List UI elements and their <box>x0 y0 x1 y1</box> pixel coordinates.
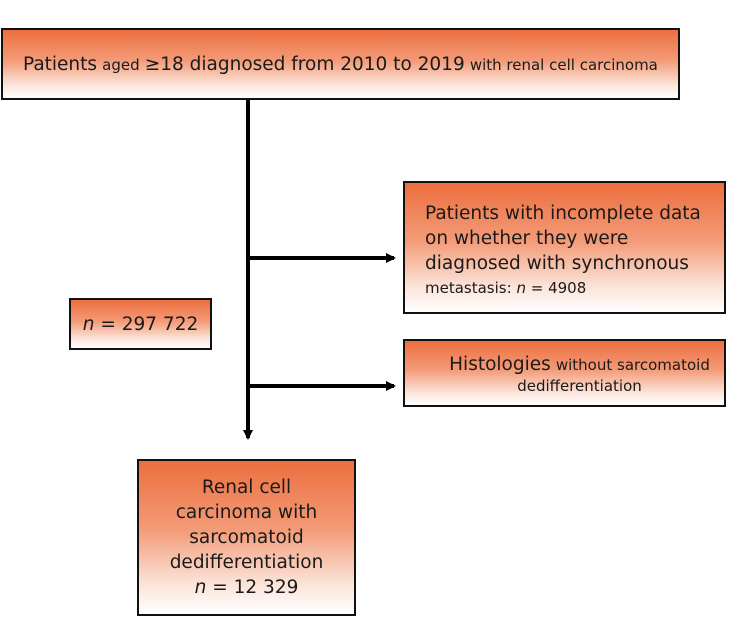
inclusion-criteria-text: Patients aged ≥18 diagnosed from 2010 to… <box>23 53 658 75</box>
final-cohort-box: Renal cell carcinoma with sarcomatoid de… <box>137 459 356 616</box>
exclusion-histologies-line1: Histologies without sarcomatoid <box>449 353 710 375</box>
exclusion-incomplete-data-count: metastasis: n = 4908 <box>425 278 587 297</box>
inclusion-criteria-box: Patients aged ≥18 diagnosed from 2010 to… <box>1 28 680 100</box>
exclusion-incomplete-data-box: Patients with incomplete data on whether… <box>403 181 726 314</box>
exclusion-incomplete-data-text: Patients with incomplete data on whether… <box>425 201 701 301</box>
final-cohort-count: n = 12 329 <box>194 577 299 598</box>
exclusion-histologies-box: Histologies without sarcomatoid dediffer… <box>403 339 726 407</box>
exclusion-histologies-line2: dedifferentiation <box>517 376 642 395</box>
cohort-count-box: n = 297 722 <box>69 298 212 350</box>
